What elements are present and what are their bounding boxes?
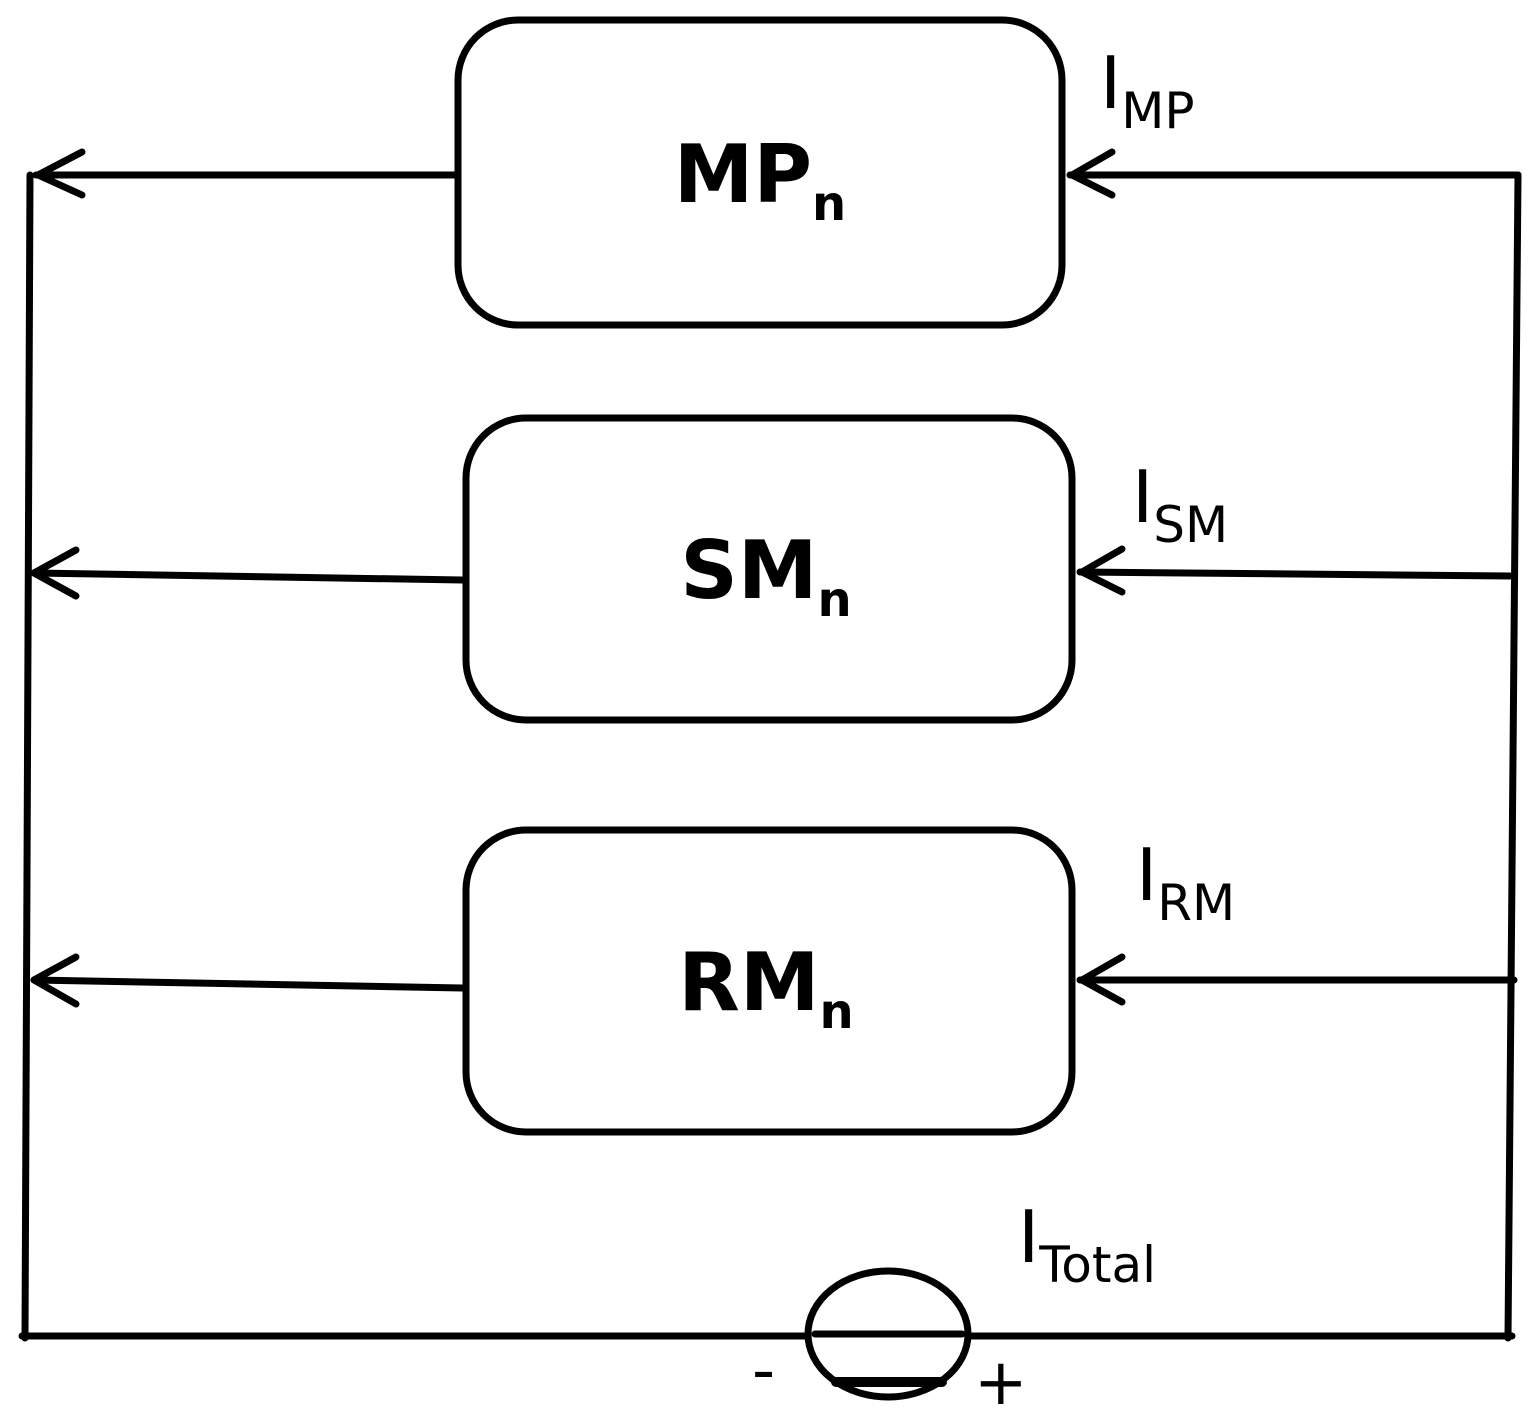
branch-mp: MPn IMP xyxy=(32,16,1522,329)
rm-output-arrowhead xyxy=(30,953,80,1008)
rm-current-label: IRM xyxy=(1136,833,1235,932)
rm-block-name: RM xyxy=(678,936,819,1029)
sm-current-symbol: I xyxy=(1132,455,1153,539)
sm-current-label: ISM xyxy=(1132,455,1228,554)
source-plus-label: + xyxy=(974,1346,1028,1420)
mp-current-subscript: MP xyxy=(1121,82,1194,140)
sm-input-arrowhead xyxy=(1078,545,1126,596)
mp-block-label: MPn xyxy=(674,128,846,232)
sm-input-wire xyxy=(1076,568,1514,580)
mp-current-symbol: I xyxy=(1100,41,1121,125)
total-current-subscript: Total xyxy=(1038,1236,1156,1294)
rm-current-symbol: I xyxy=(1136,833,1157,917)
sm-block-label: SMn xyxy=(680,524,851,628)
rm-block xyxy=(462,826,1076,1136)
rm-input-arrowhead xyxy=(1078,953,1126,1006)
sm-block-subscript: n xyxy=(818,572,852,628)
rm-block-label: RMn xyxy=(678,936,853,1040)
left-bus-wire xyxy=(21,171,34,1342)
current-source: - + ITotal xyxy=(752,1195,1156,1420)
mp-output-arrowhead xyxy=(34,148,86,199)
mp-block-subscript: n xyxy=(812,176,846,232)
sm-block xyxy=(462,414,1076,724)
branch-rm: RMn IRM xyxy=(30,826,1518,1136)
rm-output-wire xyxy=(30,976,466,992)
rm-block-subscript: n xyxy=(820,984,854,1040)
mp-block-name: MP xyxy=(674,128,812,221)
total-current-label: ITotal xyxy=(1018,1195,1156,1294)
sm-output-wire xyxy=(30,569,466,584)
rm-current-subscript: RM xyxy=(1157,874,1235,932)
sm-block-name: SM xyxy=(680,524,817,617)
source-minus-label: - xyxy=(752,1334,775,1408)
mp-current-label: IMP xyxy=(1100,41,1195,140)
total-current-symbol: I xyxy=(1018,1195,1039,1279)
mp-input-arrowhead xyxy=(1068,148,1116,199)
sm-current-subscript: SM xyxy=(1153,496,1228,554)
right-bus-wire xyxy=(1504,171,1522,1342)
mp-block xyxy=(454,16,1066,329)
sm-output-arrowhead xyxy=(30,546,80,600)
branch-sm: SMn ISM xyxy=(30,414,1514,724)
